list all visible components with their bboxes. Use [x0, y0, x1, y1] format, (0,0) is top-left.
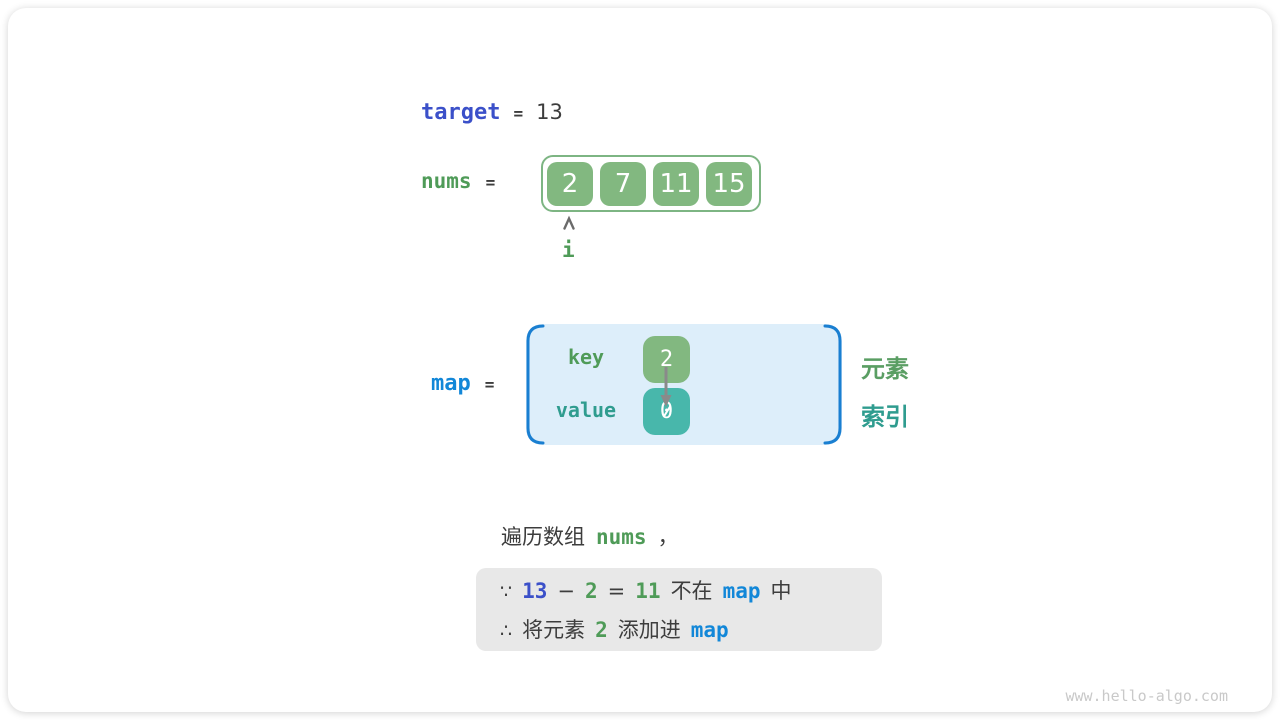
watermark: www.hello-algo.com — [1065, 687, 1228, 705]
target-value: 13 — [536, 100, 563, 124]
algo-diagram-card: target = 13 nums = 2 7 11 15 i map = key… — [8, 8, 1272, 712]
map-keyword: map — [431, 371, 471, 396]
map-bracket-icons — [526, 324, 842, 445]
note-token-map: map — [690, 618, 729, 642]
minus-sign: − — [557, 579, 575, 603]
map-bracket-right-icon — [823, 324, 842, 445]
nums-keyword: nums — [421, 169, 472, 193]
note-line-1: ∵ 13 − 2 = 11 不在 map 中 — [500, 575, 882, 605]
note-token-2: 2 — [595, 618, 608, 642]
caption-text: 遍历数组 — [501, 525, 585, 549]
index-pointer-label: i — [562, 238, 575, 262]
index-cn-label: 索引 — [861, 403, 909, 431]
map-bracket-left-icon — [526, 324, 545, 445]
equals-sign: = — [513, 104, 524, 123]
array-cell: 11 — [653, 161, 699, 206]
value-label: value — [555, 398, 617, 422]
equals-sign: = — [484, 375, 495, 394]
map-assignment: map = — [431, 371, 494, 396]
caption-nums-token: nums — [596, 525, 647, 549]
target-assignment: target = 13 — [421, 100, 563, 125]
nums-assignment: nums = — [421, 169, 495, 193]
note-text: 将元素 — [522, 618, 586, 642]
note-token-11: 11 — [635, 579, 661, 603]
note-token-13: 13 — [522, 579, 548, 603]
target-keyword: target — [421, 100, 501, 125]
note-text: 中 — [770, 579, 792, 603]
note-box: ∵ 13 − 2 = 11 不在 map 中 ∴ 将元素 2 添加进 map — [476, 568, 882, 651]
map-panel: key value 2 0 — [526, 324, 842, 445]
note-token-2: 2 — [585, 579, 598, 603]
caption: 遍历数组 nums ， — [501, 521, 679, 551]
element-cn-label: 元素 — [861, 355, 909, 383]
note-text: 不在 — [670, 579, 713, 603]
because-symbol: ∵ — [500, 581, 513, 603]
array-cell: 2 — [547, 161, 593, 206]
array-cell: 7 — [600, 161, 646, 206]
equals-sign: = — [485, 173, 496, 192]
array-cell: 15 — [706, 161, 752, 206]
key-label: key — [567, 345, 605, 369]
note-token-map: map — [722, 579, 761, 603]
equals-sign: = — [607, 579, 626, 603]
note-text: 添加进 — [617, 618, 681, 642]
nums-array: 2 7 11 15 — [541, 155, 761, 212]
key-to-value-arrow-icon — [660, 367, 672, 407]
therefore-symbol: ∴ — [500, 620, 513, 642]
caret-up-icon — [563, 215, 575, 230]
note-line-2: ∴ 将元素 2 添加进 map — [500, 614, 882, 644]
caption-comma: ， — [657, 525, 679, 549]
